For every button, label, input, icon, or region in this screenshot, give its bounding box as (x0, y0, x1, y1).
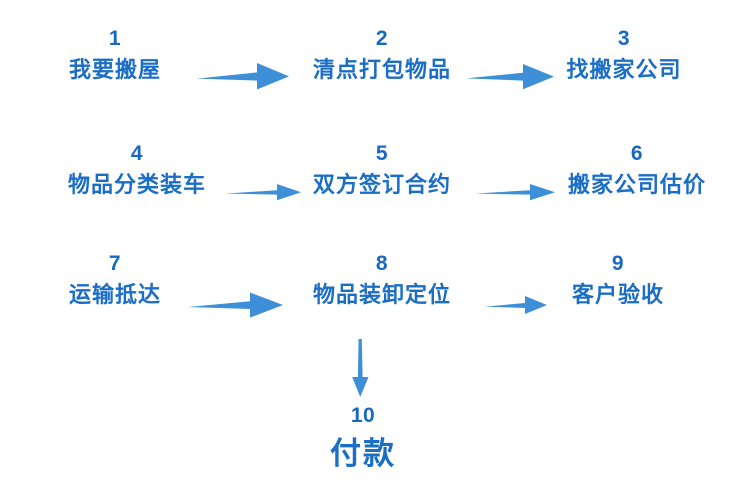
arrow-1-to-2-icon (195, 59, 291, 93)
step-label-10: 付款 (330, 436, 396, 471)
step-node-3[interactable]: 3 找搬家公司 (566, 28, 681, 81)
step-node-6[interactable]: 6 搬家公司估价 (568, 143, 706, 196)
step-label-4: 物品分类装车 (67, 172, 207, 197)
step-node-8[interactable]: 8 物品装卸定位 (313, 253, 451, 306)
step-number-3: 3 (617, 27, 631, 50)
step-label-7: 运输抵达 (68, 282, 162, 307)
arrow-4-to-5-icon (223, 181, 303, 203)
arrow-7-to-8-icon (186, 289, 286, 321)
step-number-6: 6 (630, 142, 644, 165)
step-number-2: 2 (375, 27, 389, 50)
step-label-2: 清点打包物品 (312, 57, 452, 82)
step-number-1: 1 (108, 27, 122, 50)
step-number-4: 4 (130, 142, 144, 165)
step-number-7: 7 (108, 252, 122, 275)
arrow-5-to-6-icon (473, 181, 557, 203)
step-node-4[interactable]: 4 物品分类装车 (68, 143, 206, 196)
arrow-2-to-3-icon (464, 60, 556, 92)
step-label-5: 双方签订合约 (312, 172, 452, 197)
arrow-8-to-9-icon (483, 293, 549, 317)
step-label-8: 物品装卸定位 (312, 282, 452, 307)
step-label-1: 我要搬屋 (68, 57, 162, 82)
step-number-9: 9 (611, 252, 625, 275)
step-node-7[interactable]: 7 运输抵达 (69, 253, 161, 306)
step-node-2[interactable]: 2 清点打包物品 (313, 28, 451, 81)
step-number-10: 10 (350, 404, 376, 427)
arrow-8-to-10-icon (347, 337, 373, 399)
step-label-6: 搬家公司估价 (567, 172, 707, 197)
step-node-5[interactable]: 5 双方签订合约 (313, 143, 451, 196)
step-node-1[interactable]: 1 我要搬屋 (69, 28, 161, 81)
step-label-3: 找搬家公司 (566, 57, 682, 82)
step-node-10[interactable]: 10 付款 (330, 405, 396, 469)
step-number-8: 8 (375, 252, 389, 275)
step-label-9: 客户验收 (571, 282, 665, 307)
step-node-9[interactable]: 9 客户验收 (572, 253, 664, 306)
step-number-5: 5 (375, 142, 389, 165)
